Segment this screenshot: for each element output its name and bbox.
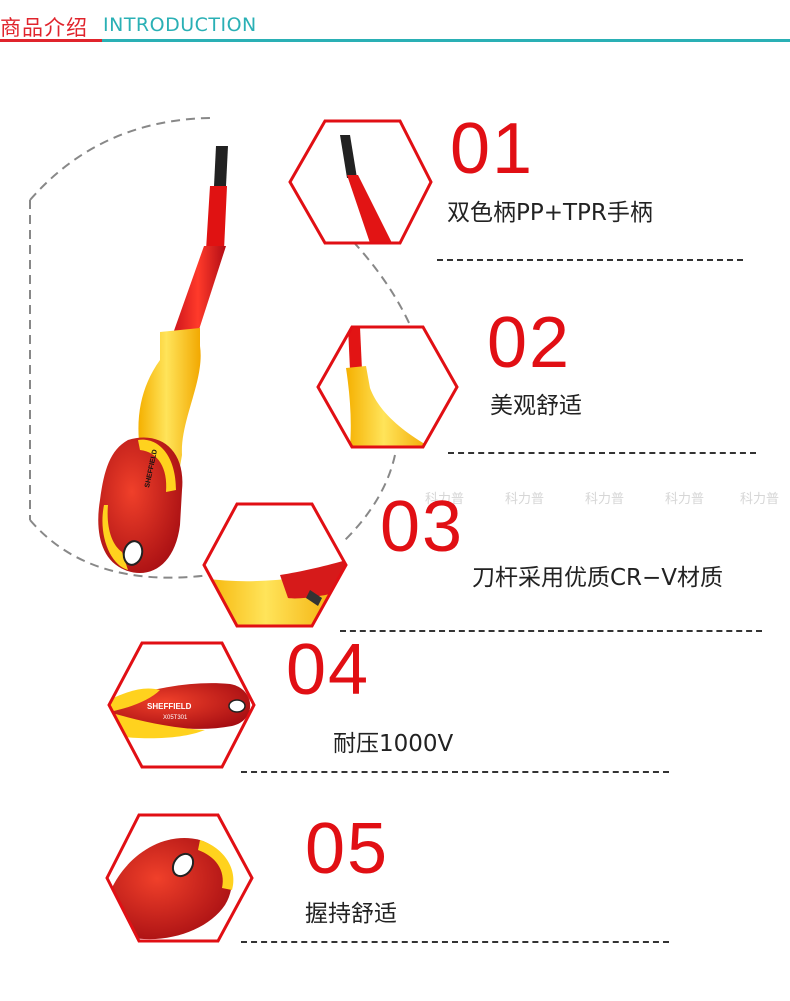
feature-number-05: 05 — [305, 809, 390, 889]
feature-text-02: 美观舒适 — [490, 393, 582, 419]
detail-hexagon-01 — [288, 119, 433, 245]
detail-hexagon-05 — [105, 813, 254, 943]
header-divider-accent — [0, 39, 102, 42]
detail-hexagon-03 — [202, 502, 348, 628]
feature-text-01: 双色柄PP+TPR手柄 — [447, 200, 653, 226]
feature-text-04: 耐压1000V — [333, 731, 454, 757]
feature-number-04: 04 — [286, 630, 371, 710]
watermark-text: 科力普 — [740, 492, 780, 507]
watermark-text: 科力普 — [425, 492, 465, 507]
feature-text-03: 刀杆采用优质CR−V材质 — [472, 565, 724, 591]
feature-number-02: 02 — [487, 303, 572, 383]
feature-divider-04 — [241, 771, 669, 773]
feature-divider-02 — [448, 452, 756, 454]
brand-logo-text: SHEFFIELD — [147, 702, 192, 711]
header-divider — [0, 39, 790, 42]
feature-divider-01 — [437, 259, 743, 261]
watermark-text: 科力普 — [505, 492, 545, 507]
detail-hexagon-02 — [316, 325, 459, 449]
feature-number-03: 03 — [380, 487, 465, 567]
section-title-cn: 商品介绍 — [0, 16, 88, 40]
feature-number-01: 01 — [450, 109, 535, 189]
model-code-text: X05T301 — [163, 715, 188, 721]
feature-divider-05 — [241, 941, 669, 943]
feature-text-05: 握持舒适 — [305, 901, 397, 927]
feature-divider-03 — [340, 630, 762, 632]
screwdriver-image: SHEFFIELD — [98, 146, 228, 573]
watermark-text: 科力普 — [665, 492, 705, 507]
detail-hexagon-04 — [107, 641, 256, 769]
section-title-en: INTRODUCTION — [103, 14, 257, 36]
watermark-text: 科力普 — [585, 492, 625, 507]
